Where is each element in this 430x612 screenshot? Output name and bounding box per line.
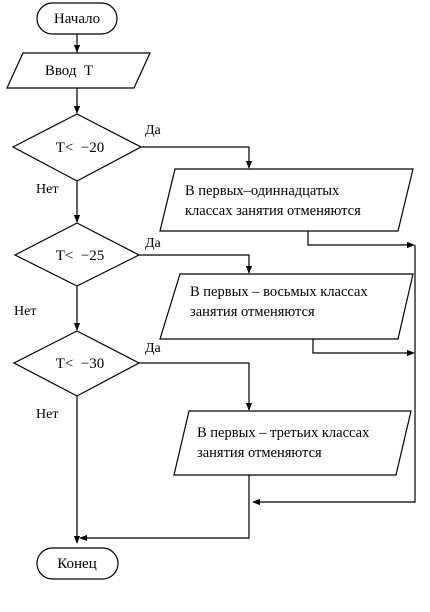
- input-block: Ввод Т: [6, 52, 151, 89]
- connector-merge-return: [252, 245, 416, 506]
- decision-2-condition: Т< −25: [56, 248, 105, 264]
- decision-1-condition: Т< −20: [56, 140, 105, 156]
- start-terminal: Начало: [36, 2, 118, 35]
- decision-2: Т< −25 Да Нет: [13, 222, 162, 319]
- decision-2-yes-label: Да: [145, 236, 162, 251]
- decision-1: Т< −20 Да Нет: [11, 113, 162, 197]
- decision-2-no-label: Нет: [14, 304, 36, 319]
- connector-decision-1-yes: [141, 146, 253, 169]
- decision-3-condition: Т< −30: [56, 356, 105, 372]
- decision-1-no-label: Нет: [36, 182, 58, 197]
- connector-output-1-to-merge: [307, 231, 415, 249]
- connector-output-3-to-end: [79, 475, 250, 542]
- output-3-line-2: занятия отменяются: [197, 445, 322, 461]
- output-block-2: В первых – восьмых классах занятия отмен…: [159, 273, 414, 340]
- decision-1-yes-label: Да: [145, 123, 162, 138]
- output-1-line-1: В первых–одиннадцатых: [185, 183, 340, 199]
- decision-3: Т< −30 Да Нет: [12, 330, 162, 422]
- output-block-3: В первых – третьих классах занятия отмен…: [173, 410, 412, 476]
- end-terminal: Конец: [36, 547, 119, 580]
- output-3-line-1: В первых – третьих классах: [197, 425, 370, 441]
- input-label: Ввод Т: [45, 63, 93, 79]
- output-1-line-2: классах занятия отменяются: [185, 203, 361, 219]
- output-2-line-2: занятия отменяются: [190, 304, 315, 320]
- output-2-line-1: В первых – восьмых классах: [190, 284, 368, 300]
- end-label: Конец: [57, 556, 96, 572]
- decision-3-no-label: Нет: [36, 407, 58, 422]
- decision-3-yes-label: Да: [145, 341, 162, 356]
- connector-decision-3-yes: [139, 362, 253, 411]
- start-label: Начало: [54, 11, 100, 27]
- connector-decision-2-yes: [139, 254, 253, 274]
- connector-output-2-to-merge: [312, 339, 415, 357]
- connectors: [73, 34, 416, 544]
- output-block-1: В первых–одиннадцатых классах занятия от…: [159, 168, 414, 232]
